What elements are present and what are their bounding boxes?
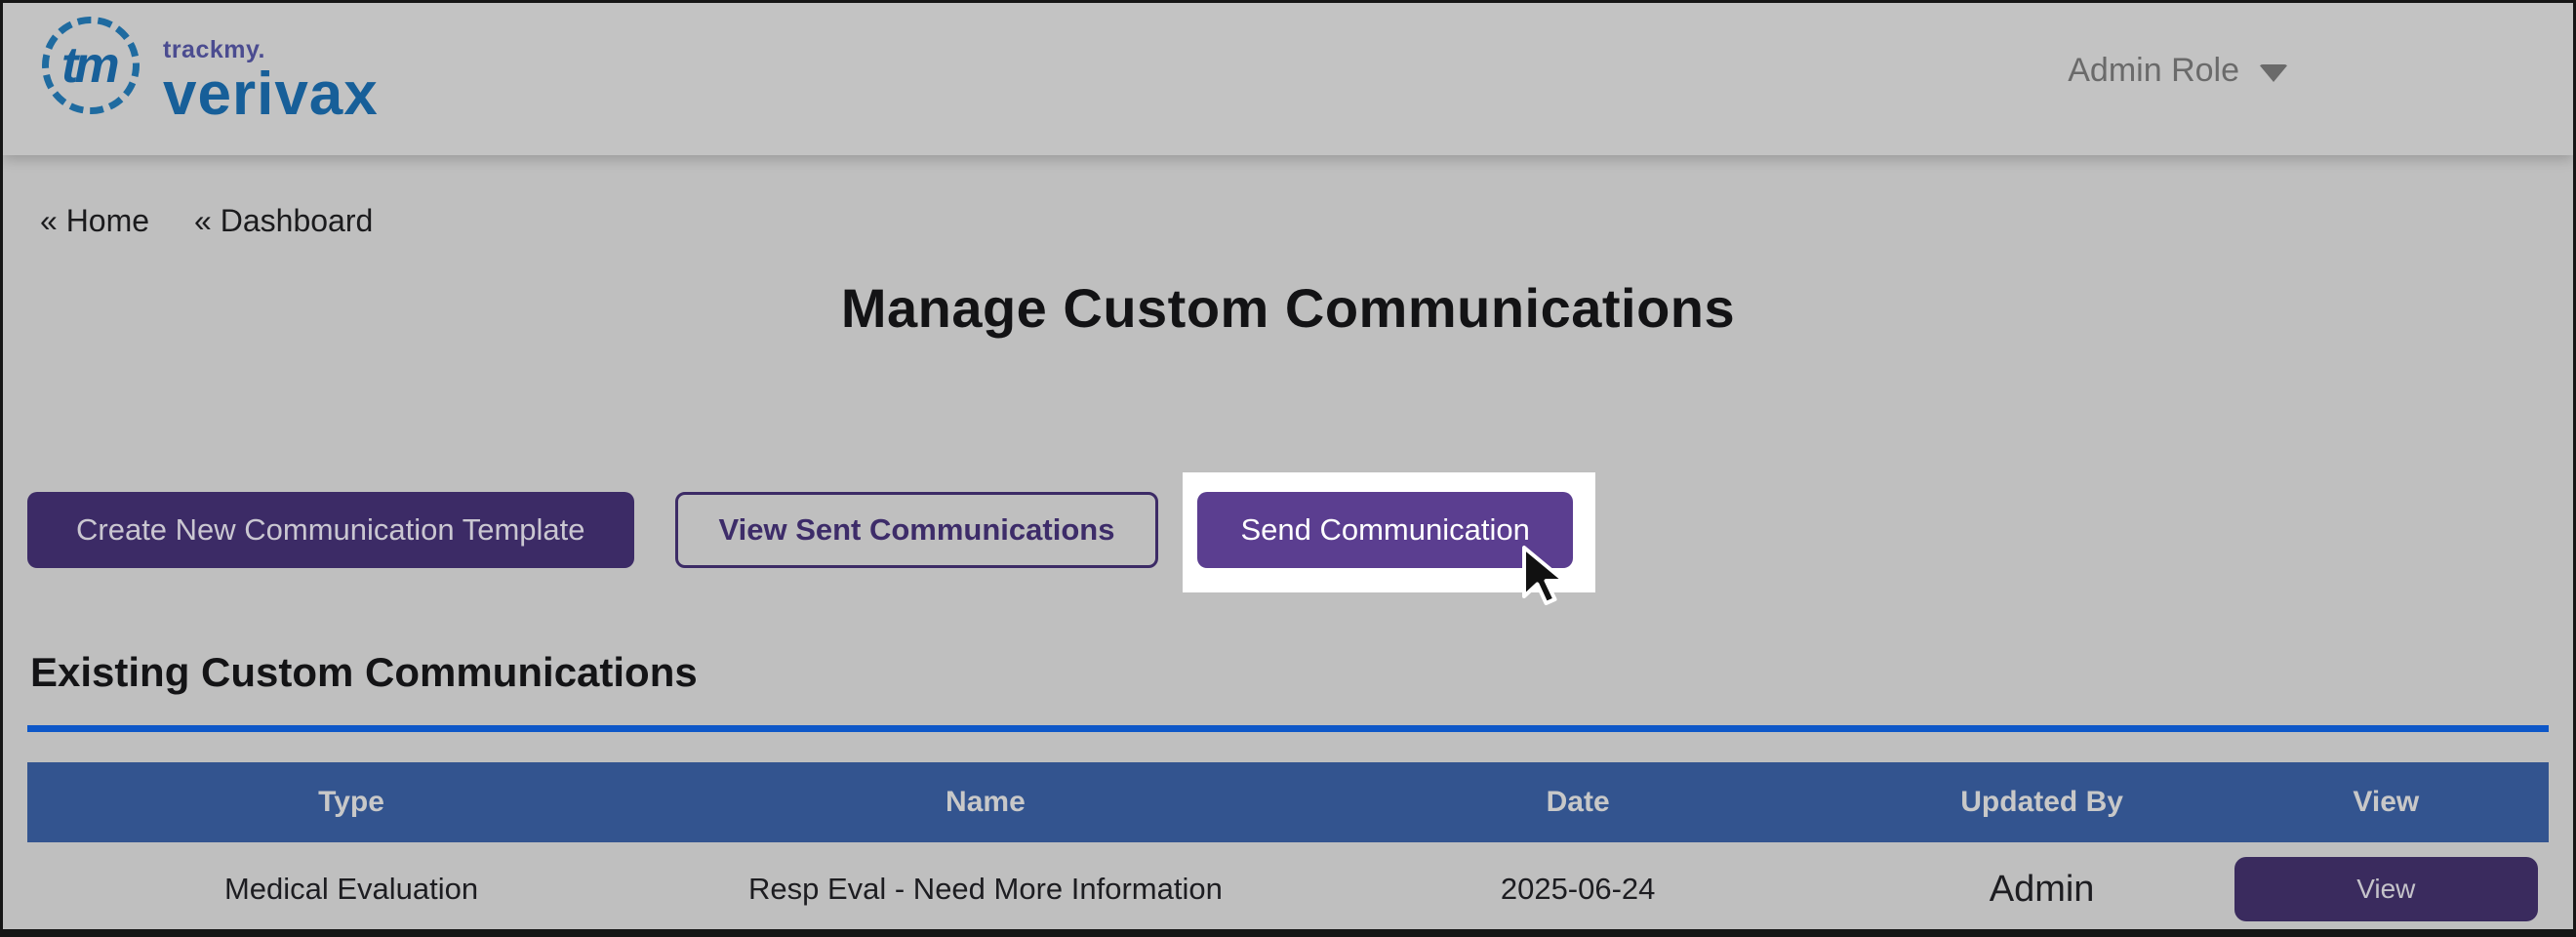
breadcrumb: « Home « Dashboard (40, 203, 373, 239)
page-title: Manage Custom Communications (840, 277, 1736, 339)
tour-spotlight: Send Communication (1183, 472, 1595, 605)
brand-trackmy-label: trackmy. (163, 36, 265, 63)
chevron-down-icon (2259, 63, 2288, 82)
brand-logo[interactable]: tm trackmy. verivax (34, 9, 379, 125)
column-header-date: Date (1295, 762, 1861, 842)
cell-date: 2025-06-24 (1500, 872, 1656, 906)
brand-product-label: verivax (163, 61, 379, 128)
top-bar: tm trackmy. verivax Admin Role (3, 3, 2573, 155)
cell-updated-by: Admin (1989, 868, 2095, 910)
send-communication-button[interactable]: Send Communication (1197, 492, 1573, 568)
brand-wordmark: trackmy. verivax (163, 13, 379, 125)
column-header-type: Type (27, 762, 676, 842)
brand-monogram: tm (61, 37, 116, 94)
column-header-updated-by: Updated By (1860, 762, 2224, 842)
column-header-name: Name (675, 762, 1296, 842)
create-template-button[interactable]: Create New Communication Template (27, 492, 634, 568)
table-header-row: Type Name Date Updated By View (27, 762, 2549, 842)
section-divider (27, 725, 2549, 732)
row-view-button[interactable]: View (2234, 857, 2539, 921)
role-dropdown[interactable]: Admin Role (2068, 52, 2288, 90)
brand-circle-icon: tm (34, 9, 147, 122)
column-header-view: View (2223, 762, 2549, 842)
breadcrumb-dashboard-link[interactable]: « Dashboard (194, 203, 374, 238)
role-dropdown-label: Admin Role (2068, 52, 2239, 89)
table-row: Medical Evaluation Resp Eval - Need More… (27, 842, 2549, 929)
section-heading: Existing Custom Communications (30, 649, 698, 695)
cell-view: View (2224, 842, 2549, 929)
communications-table: Type Name Date Updated By View Medical E… (27, 762, 2549, 929)
view-sent-communications-button[interactable]: View Sent Communications (674, 492, 1159, 568)
cell-type: Medical Evaluation (223, 872, 479, 906)
actions-toolbar: Create New Communication Template View S… (27, 472, 1595, 605)
breadcrumb-home-link[interactable]: « Home (40, 203, 150, 238)
cell-name: Resp Eval - Need More Information (747, 872, 1223, 906)
